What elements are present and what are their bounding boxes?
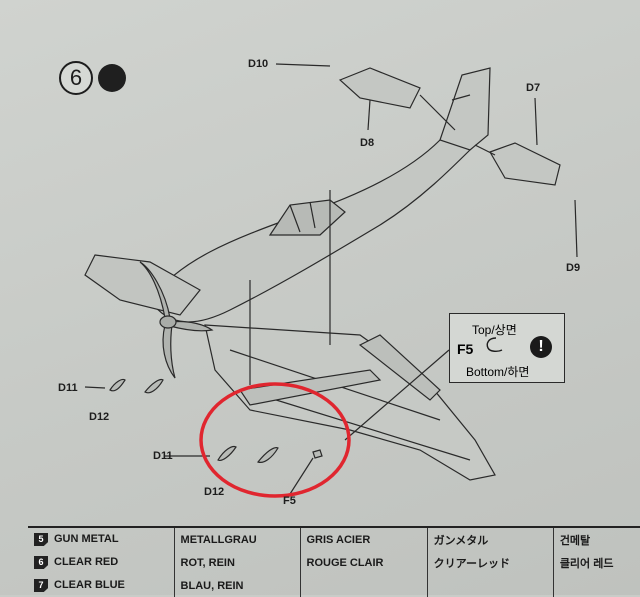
warning-icon: ! [530, 336, 552, 358]
orientation-note-box: Top/상면 F5 ! Bottom/하면 [449, 313, 565, 383]
paint-name-fr: ROUGE CLAIR [300, 551, 428, 574]
wing-flap [238, 369, 382, 406]
part-label-d8: D8 [360, 137, 375, 149]
paint-name-fr [300, 574, 428, 597]
highlight-circle [199, 382, 351, 498]
paint-name-jp: クリアーレッド [427, 551, 554, 574]
canopy [268, 199, 346, 236]
part-label-d11-lower: D11 [153, 450, 173, 462]
part-label-f5: F5 [283, 495, 296, 507]
paint-name-en: GUN METAL [54, 533, 119, 545]
paint-name-kr [553, 574, 640, 597]
note-top-label: Top/상면 [472, 323, 517, 337]
cement-glue-icon [98, 64, 126, 92]
paint-name-de: ROT, REIN [174, 551, 301, 574]
paint-number-badge: 7 [34, 579, 48, 592]
table-row: 6 CLEAR RED ROT, REIN ROUGE CLAIR クリアーレッド… [28, 551, 640, 574]
table-row: 7 CLEAR BLUE BLAU, REIN [28, 574, 640, 597]
table-row: 5 GUN METAL METALLGRAU GRIS ACIER ガンメタル 건… [28, 526, 640, 551]
part-label-d12-upper: D12 [89, 411, 110, 423]
note-bottom-label: Bottom/하면 [466, 365, 530, 379]
vertical-fin [439, 67, 491, 151]
part-label-d10: D10 [248, 58, 269, 70]
propeller-blade-bottom [162, 324, 176, 379]
paint-name-jp: ガンメタル [427, 526, 554, 551]
part-label-d12-lower: D12 [204, 486, 225, 498]
stabilizer-d8-d10 [338, 67, 421, 109]
paint-number-badge: 6 [34, 556, 48, 569]
propeller-blade-right [169, 320, 214, 332]
aileron [358, 334, 441, 401]
paint-name-fr: GRIS ACIER [300, 526, 428, 551]
paint-name-en: CLEAR RED [54, 556, 119, 568]
part-label-d7: D7 [526, 82, 541, 94]
paint-name-en: CLEAR BLUE [54, 579, 125, 591]
paint-name-de: BLAU, REIN [174, 574, 301, 597]
hook-part-icon [486, 337, 503, 353]
part-label-d11-upper: D11 [58, 382, 78, 394]
step-number-badge: 6 [59, 61, 93, 95]
paint-color-table: 5 GUN METAL METALLGRAU GRIS ACIER ガンメタル 건… [28, 526, 640, 597]
paint-number-badge: 5 [34, 533, 48, 546]
paint-name-de: METALLGRAU [174, 526, 301, 551]
part-label-d9: D9 [566, 262, 581, 274]
left-wing [84, 254, 201, 316]
note-part-label: F5 [457, 341, 474, 357]
stabilizer-d7-d9 [489, 142, 561, 186]
paint-name-kr: 건메탈 [553, 526, 640, 551]
paint-name-jp [427, 574, 554, 597]
spinner [159, 315, 177, 329]
paint-name-kr: 클리어 레드 [553, 551, 640, 574]
propeller-blade-top [139, 261, 171, 319]
